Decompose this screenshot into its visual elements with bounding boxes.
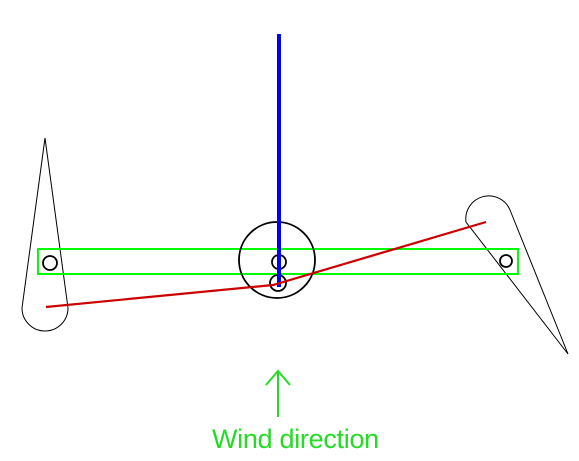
- left-vane: [21, 137, 69, 332]
- left-pivot: [42, 255, 58, 271]
- wind-direction-label: Wind direction: [212, 424, 379, 454]
- wind-arrow: [265, 369, 291, 417]
- right-pivot: [499, 254, 513, 268]
- right-vane: [465, 195, 569, 355]
- red-linkage: [45, 220, 487, 309]
- wind-arrow-head: [265, 369, 291, 386]
